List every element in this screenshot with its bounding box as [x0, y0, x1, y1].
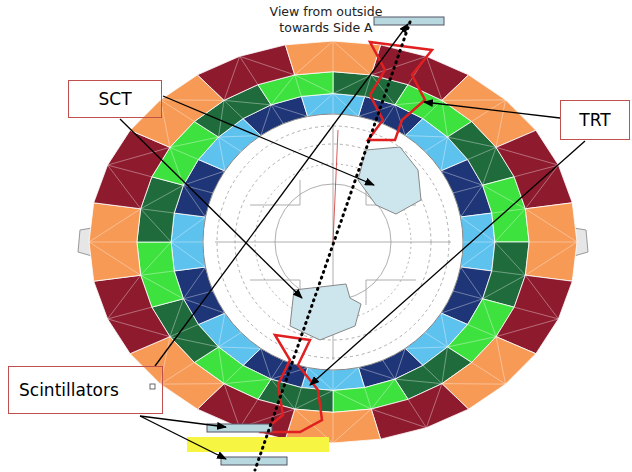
segment-mesh	[525, 209, 577, 275]
scintillator-label-box: Scintillators	[8, 366, 163, 414]
segment-mesh	[219, 347, 272, 384]
detector-segment	[94, 275, 170, 353]
detector-segment	[197, 45, 294, 101]
segment-mesh	[461, 217, 495, 267]
detector-segment	[371, 384, 468, 440]
segment-mesh	[141, 185, 184, 242]
detector-segment	[171, 213, 205, 271]
detector-segment	[525, 203, 577, 281]
detector-segment	[301, 94, 364, 117]
segment-mesh	[108, 147, 170, 208]
segment-mesh	[170, 299, 219, 347]
segment-mesh	[308, 94, 359, 117]
segment-mesh	[141, 242, 184, 299]
segment-mesh	[219, 100, 272, 137]
segment-mesh	[333, 379, 395, 409]
segment-mesh	[89, 209, 141, 275]
segment-mesh	[295, 41, 372, 75]
segment-mesh	[496, 275, 558, 336]
detector-segment	[461, 213, 495, 271]
label-text: SCT	[98, 89, 131, 109]
segment-mesh	[447, 299, 496, 347]
segment-mesh	[442, 337, 506, 384]
segment-mesh	[496, 147, 558, 208]
label-text: TRT	[579, 110, 610, 130]
detector-segment	[496, 130, 572, 208]
detector-segment	[285, 41, 380, 75]
segment-mesh	[160, 337, 224, 384]
sct-label-box: SCT	[68, 80, 162, 118]
segment-mesh	[447, 137, 496, 185]
detector-segment	[89, 203, 141, 281]
segment-mesh	[483, 242, 526, 299]
segment-mesh	[395, 347, 448, 384]
segment-mesh	[170, 137, 219, 185]
segment-mesh	[171, 217, 205, 267]
segment-mesh	[224, 56, 295, 100]
segment-mesh	[108, 275, 170, 336]
trt-label-box: TRT	[560, 100, 630, 140]
segment-mesh	[442, 100, 506, 147]
segment-mesh	[224, 384, 295, 428]
view-note: View from outside towards Side A	[256, 4, 396, 35]
label-text: Scintillators	[19, 380, 119, 400]
detector-segment	[301, 368, 364, 391]
segment-mesh	[160, 100, 224, 147]
segment-mesh	[271, 75, 333, 105]
segment-mesh	[371, 384, 442, 428]
